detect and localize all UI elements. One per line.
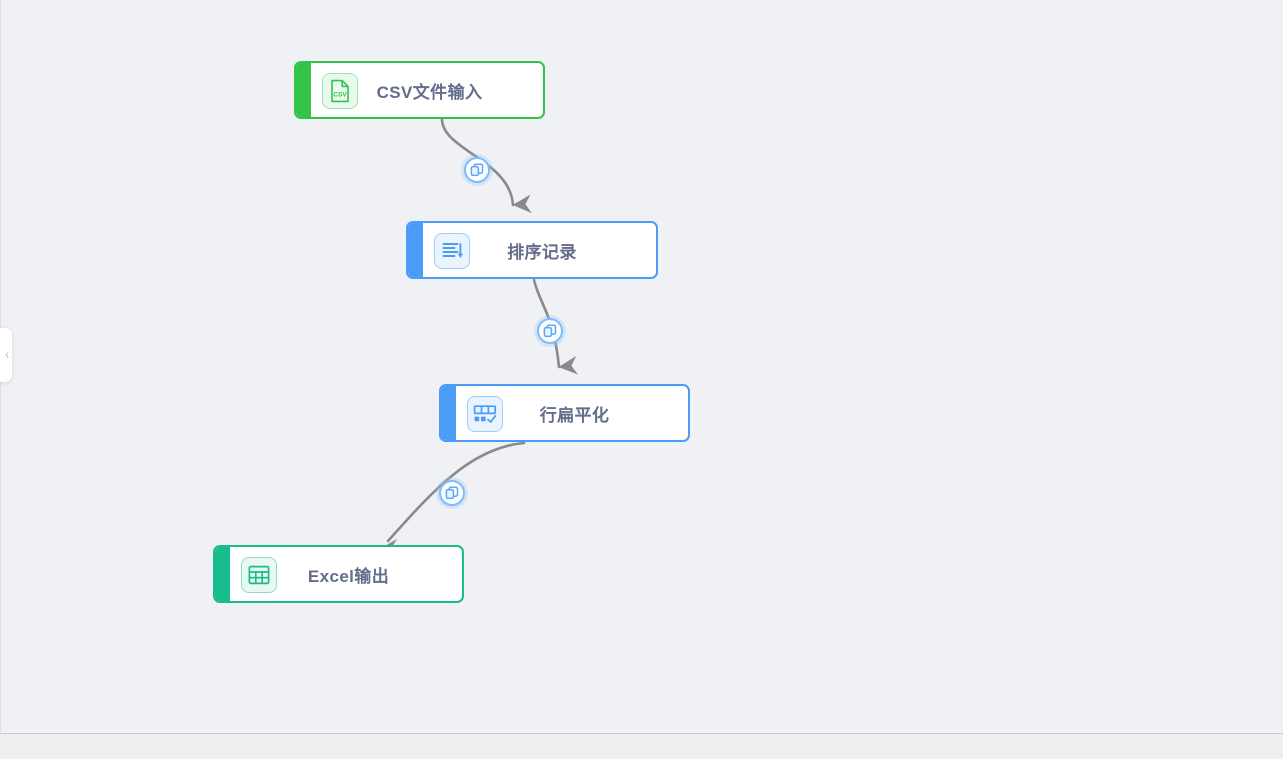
excel-table-icon — [241, 556, 277, 593]
edge-badge-duplicate-2[interactable] — [537, 318, 563, 344]
edge-badge-duplicate-3[interactable] — [439, 480, 465, 506]
node-body: 行扁平化 — [456, 386, 688, 440]
node-csv-input[interactable]: CSV CSV文件输入 — [294, 61, 545, 119]
duplicate-icon — [543, 324, 557, 338]
node-excel-output[interactable]: Excel输出 — [213, 545, 464, 603]
csv-file-icon: CSV — [322, 72, 358, 109]
svg-text:CSV: CSV — [333, 91, 347, 98]
node-accent-bar — [408, 223, 423, 277]
status-bar — [0, 735, 1283, 759]
duplicate-icon — [445, 486, 459, 500]
node-sort-records[interactable]: 排序记录 — [406, 221, 658, 279]
node-accent-bar — [296, 63, 311, 117]
node-body: CSV CSV文件输入 — [311, 63, 543, 117]
node-accent-bar — [441, 386, 456, 440]
sort-lines-icon — [434, 232, 470, 269]
workflow-canvas[interactable]: CSV CSV文件输入 — [0, 0, 1283, 734]
node-body: Excel输出 — [230, 547, 462, 601]
node-accent-bar — [215, 547, 230, 601]
duplicate-icon — [470, 163, 484, 177]
edges-layer — [376, 117, 579, 552]
edge-badge-duplicate-1[interactable] — [464, 157, 490, 183]
chevron-left-icon: ‹ — [5, 346, 9, 363]
node-title: Excel输出 — [307, 567, 390, 586]
node-title: CSV文件输入 — [376, 83, 483, 102]
node-row-flatten[interactable]: 行扁平化 — [439, 384, 690, 442]
node-body: 排序记录 — [423, 223, 656, 277]
node-title: 排序记录 — [507, 243, 577, 262]
row-flatten-icon — [467, 395, 503, 432]
node-title: 行扁平化 — [539, 406, 610, 425]
sidebar-collapse-handle[interactable]: ‹ — [0, 328, 12, 382]
